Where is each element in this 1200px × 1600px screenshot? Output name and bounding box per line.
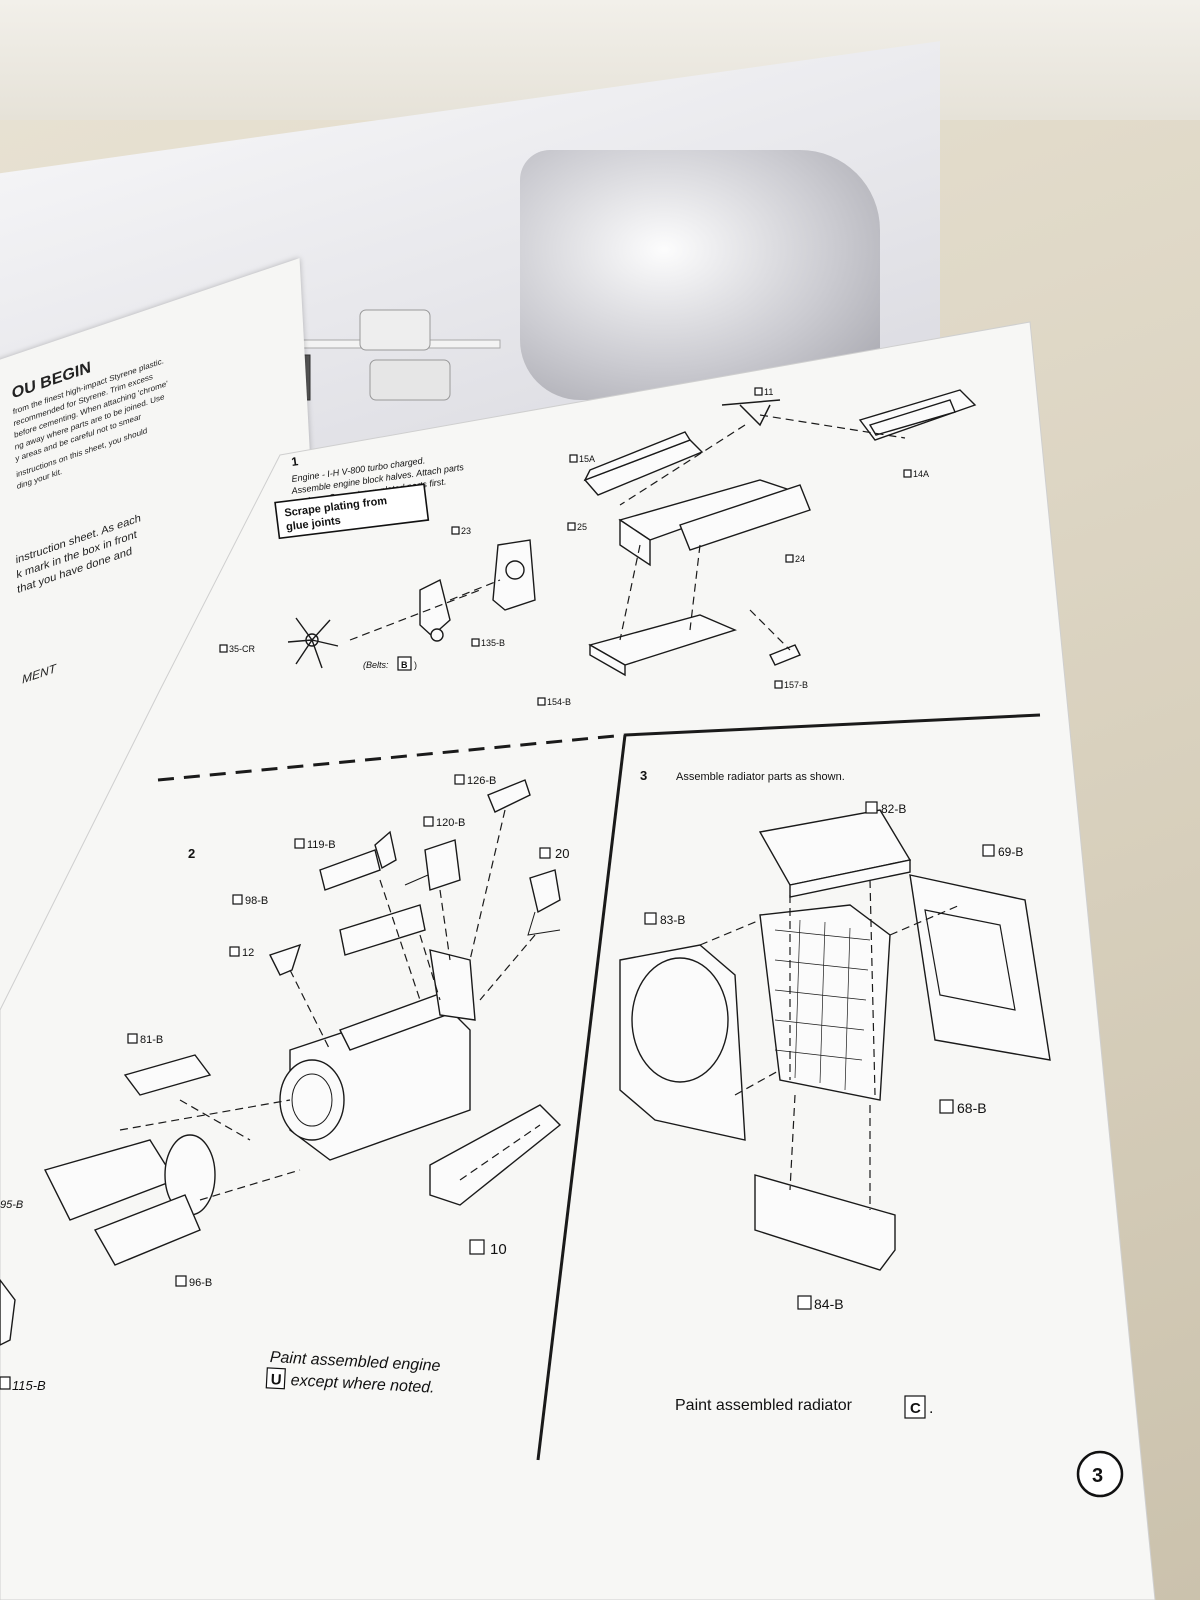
radiator-top-tank-82b	[758, 809, 912, 898]
label-23: 23	[461, 526, 471, 536]
part-valve-cover-15a	[583, 431, 704, 496]
page-number: 3	[1092, 1465, 1103, 1487]
part-120b	[404, 839, 461, 891]
label-119b: 119-B	[307, 839, 336, 851]
step3-assembly-lines	[699, 879, 961, 1210]
radiator-bottom-tank-84b	[754, 1174, 896, 1271]
label-35cr: 35-CR	[229, 644, 256, 654]
label-24: 24	[795, 554, 805, 564]
label-154b: 154-B	[547, 697, 571, 707]
part-12	[269, 943, 302, 976]
label-11: 11	[764, 387, 773, 397]
part-20	[527, 869, 561, 936]
label-135b: 135-B	[481, 638, 505, 648]
label-81b: 81-B	[140, 1034, 163, 1046]
paint-radiator-end: .	[929, 1400, 933, 1417]
scrape-plating-warning: Scrape plating from glue joints	[274, 483, 430, 540]
label-83b: 83-B	[660, 913, 685, 927]
belts-code: B	[401, 660, 408, 670]
label-95b: 95-B	[0, 1199, 23, 1211]
step3-paint-note: Paint assembled radiator C .	[675, 1395, 933, 1419]
label-157b: 157-B	[784, 680, 808, 690]
label-120b: 120-B	[436, 817, 465, 829]
label-96b: 96-B	[189, 1277, 212, 1289]
label-82b: 82-B	[881, 802, 906, 816]
part-11	[721, 399, 781, 427]
engine-assembly-drawing	[279, 949, 476, 1161]
label-68b: 68-B	[957, 1100, 987, 1116]
part-turbo-23	[492, 539, 536, 611]
label-25: 25	[577, 522, 587, 532]
step3-labels: 82-B 69-B 83-B 68-B 84-B	[644, 801, 1023, 1312]
label-115b: 115-B	[12, 1378, 46, 1393]
belts-close: )	[414, 660, 417, 670]
label-10: 10	[490, 1241, 507, 1258]
belts-label: (Belts:	[363, 660, 389, 670]
step1-number: 1	[290, 454, 299, 469]
part-95b	[43, 1134, 216, 1221]
part-126b	[487, 779, 531, 813]
plastic-parts-bag	[520, 150, 880, 400]
label-14a: 14A	[913, 469, 929, 479]
part-98b	[339, 904, 426, 956]
part-81b	[123, 1054, 212, 1096]
part-10	[429, 1104, 562, 1206]
part-115b	[0, 1278, 16, 1346]
paint-engine-code: U	[270, 1371, 282, 1389]
page-number-badge	[1076, 1450, 1124, 1498]
step2-assembly-lines	[119, 809, 541, 1201]
label-84b: 84-B	[814, 1296, 844, 1312]
label-69b: 69-B	[998, 845, 1023, 859]
label-15a: 15A	[579, 454, 595, 464]
part-pulley-135b	[419, 578, 451, 642]
step-divider-dashed	[157, 733, 626, 782]
part-oil-pan-154b	[588, 614, 738, 677]
part-fan-35cr	[287, 617, 339, 669]
radiator-core	[759, 904, 891, 1101]
paint-radiator-text: Paint assembled radiator	[675, 1397, 853, 1414]
label-20: 20	[555, 846, 569, 861]
label-12: 12	[242, 947, 254, 959]
part-157b	[769, 644, 801, 666]
label-126b: 126-B	[467, 775, 496, 787]
step3-number: 3	[640, 768, 647, 783]
step2-number: 2	[188, 846, 195, 861]
step3-border	[536, 734, 627, 1461]
part-96b	[93, 1194, 201, 1266]
part-valve-cover-14a	[858, 389, 977, 441]
part-block-half-24	[679, 484, 811, 551]
paint-radiator-code: C	[910, 1400, 921, 1417]
label-98b: 98-B	[245, 895, 268, 907]
step1-labels: 11 15A 14A 25 24 23 135-B 35-CR 154-B 15…	[219, 387, 929, 707]
part-119b	[319, 830, 397, 891]
step1-assembly-lines	[349, 414, 906, 651]
step2-labels: 126-B 120-B 119-B 20 98-B 12 81-B 95-B 9…	[0, 774, 569, 1393]
step3-text: Assemble radiator parts as shown.	[676, 771, 845, 783]
step-divider-solid	[624, 713, 1041, 737]
radiator-screen-69b	[909, 874, 1051, 1061]
